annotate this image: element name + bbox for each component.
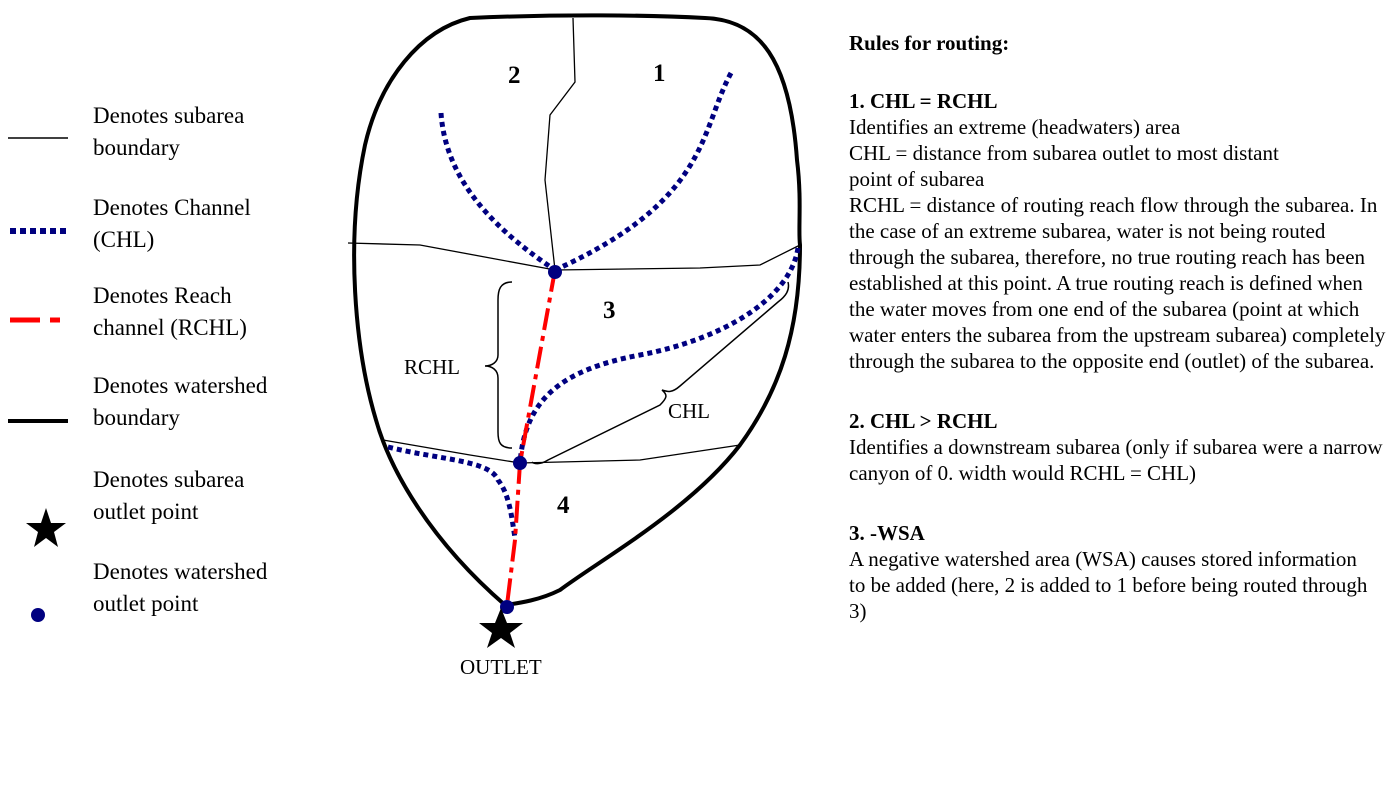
- rchl-brace: [484, 281, 513, 449]
- rule-line: Identifies an extreme (headwaters) area: [849, 115, 1181, 139]
- subarea-boundary-lower: [382, 439, 741, 464]
- legend-label: Denotes subarea boundary: [93, 103, 245, 160]
- rule-1: 1. CHL = RCHL Identifies an extreme (hea…: [849, 88, 1389, 374]
- rule-heading: 3. -WSA: [849, 521, 925, 545]
- subarea-label-4: 4: [557, 492, 570, 519]
- rule-heading: 1. CHL = RCHL: [849, 89, 998, 113]
- legend-label: Denotes Reach channel (RCHL): [93, 283, 247, 340]
- subarea-label-3: 3: [603, 297, 616, 324]
- watershed-boundary: [352, 13, 803, 608]
- thin-line-icon: [8, 137, 68, 139]
- legend-label: Denotes subarea outlet point: [93, 467, 245, 524]
- subarea-boundary-upper: [347, 242, 801, 271]
- rule-heading: 2. CHL > RCHL: [849, 409, 998, 433]
- reach-channel: [505, 269, 557, 606]
- legend-label: Denotes watershed outlet point: [93, 559, 268, 616]
- dashed-red-line-icon: [10, 317, 60, 323]
- subarea-outlet-point-upper: [548, 265, 562, 279]
- legend: Denotes subarea boundary Denotes Channel…: [0, 0, 330, 797]
- watershed-svg: 2 1 3 4 RCHL CHL OUTLET: [347, 13, 803, 679]
- dot-icon: [31, 608, 45, 622]
- dotted-line-icon: [10, 228, 68, 234]
- watershed-outlet-point: [500, 600, 514, 614]
- subarea-label-1: 1: [653, 60, 666, 87]
- legend-label: Denotes watershed boundary: [93, 373, 268, 430]
- subarea-label-2: 2: [508, 62, 521, 89]
- rules-title: Rules for routing:: [849, 31, 1010, 55]
- channel-subarea-2: [438, 112, 557, 273]
- watershed-diagram: 2 1 3 4 RCHL CHL OUTLET: [330, 0, 830, 797]
- subarea-outlet-point-lower: [513, 456, 527, 470]
- outlet-label: OUTLET: [460, 655, 542, 679]
- rule-line: RCHL = distance of routing reach flow th…: [849, 193, 1386, 373]
- legend-label: Denotes Channel (CHL): [93, 195, 251, 252]
- rchl-label: RCHL: [404, 355, 460, 379]
- rule-line: CHL = distance from subarea outlet to mo…: [849, 141, 1279, 191]
- rule-line: Identifies a downstream subarea (only if…: [849, 435, 1383, 485]
- chl-brace: [531, 281, 790, 465]
- outlet-star-icon: [479, 608, 523, 648]
- routing-rules: Rules for routing: 1. CHL = RCHL Identif…: [849, 30, 1389, 624]
- subarea-boundary-vertical: [544, 17, 576, 271]
- channel-subarea-3: [517, 247, 801, 464]
- rule-line: A negative watershed area (WSA) causes s…: [849, 547, 1368, 623]
- channel-subarea-1: [553, 71, 734, 273]
- rule-3: 3. -WSA A negative watershed area (WSA) …: [849, 520, 1389, 624]
- channel-subarea-4: [387, 444, 518, 539]
- chl-label: CHL: [668, 399, 710, 423]
- rule-2: 2. CHL > RCHL Identifies a downstream su…: [849, 408, 1389, 486]
- thick-line-icon: [8, 419, 68, 423]
- star-icon: [26, 508, 66, 547]
